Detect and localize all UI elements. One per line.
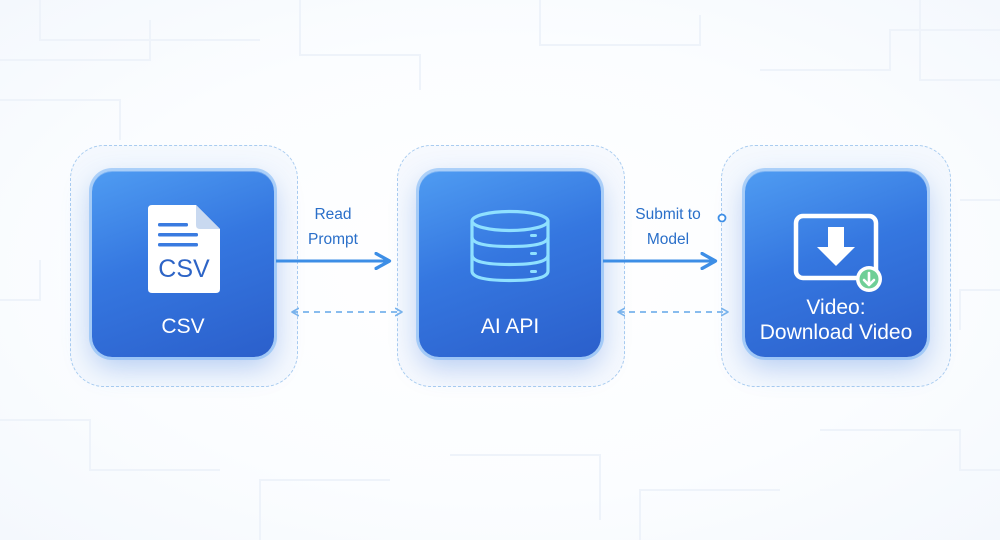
csv-node-label: CSV <box>161 315 205 338</box>
ai-api-node[interactable]: AI API <box>419 171 601 357</box>
ai-api-node-label: AI API <box>480 315 540 338</box>
csv-icon-text: CSV <box>158 255 210 283</box>
read-prompt-label-line1: Read <box>314 206 352 223</box>
csv-node[interactable]: CSV CSV <box>92 171 274 357</box>
video-node-label-line2: Download Video <box>759 321 913 344</box>
video-node[interactable]: Video: Download Video <box>745 171 927 357</box>
read-prompt-label-line2: Prompt <box>308 231 358 248</box>
video-node-label-line1: Video: <box>806 296 866 319</box>
submit-to-model-label-line2: Model <box>646 231 690 248</box>
submit-to-model-label-line1: Submit to <box>635 206 701 223</box>
